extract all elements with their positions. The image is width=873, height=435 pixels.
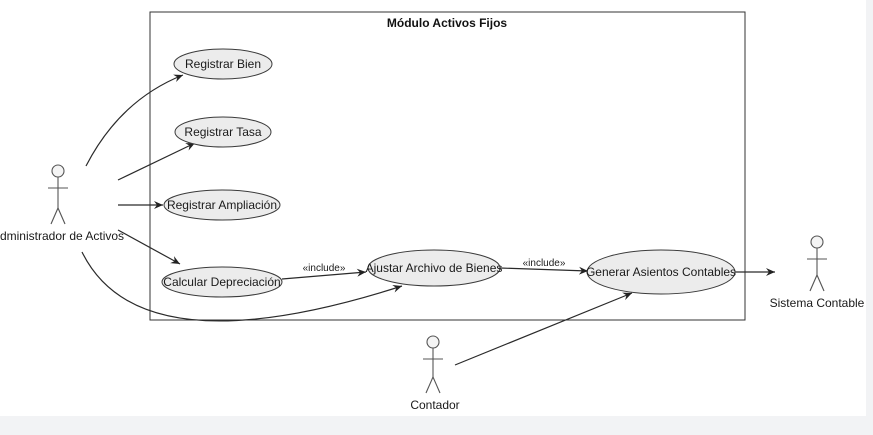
bottom-band	[0, 416, 873, 435]
assoc-admin-registrar-bien	[85, 74, 184, 167]
actor-label: Administrador de Activos	[0, 229, 124, 243]
use-case-label: Generar Asientos Contables	[586, 265, 736, 279]
use-case-registrar-ampliacion[interactable]: Registrar Ampliación	[163, 189, 281, 221]
actor-label: Contador	[410, 398, 459, 412]
assoc-admin-calcular-depreciacion	[117, 229, 181, 265]
use-case-label: Ajustar Archivo de Bienes	[366, 261, 503, 275]
include-label-2: «include»	[523, 258, 566, 269]
use-case-registrar-bien[interactable]: Registrar Bien	[173, 48, 273, 80]
use-case-label: Registrar Bien	[185, 57, 261, 71]
use-case-generar-asientos[interactable]: Generar Asientos Contables	[586, 249, 736, 295]
stick-figure-icon	[807, 235, 827, 292]
system-boundary-title: Módulo Activos Fijos	[387, 16, 508, 30]
use-case-label: Registrar Ampliación	[167, 198, 277, 212]
include-calcular-ajustar	[281, 268, 367, 280]
use-case-label: Registrar Tasa	[184, 125, 261, 139]
use-case-label: Calcular Depreciación	[163, 275, 280, 289]
include-ajustar-generar	[499, 266, 589, 275]
actor-administrador[interactable]: Administrador de Activos	[0, 164, 124, 243]
use-case-calcular-depreciacion[interactable]: Calcular Depreciación	[161, 266, 283, 298]
stick-figure-icon	[423, 335, 443, 394]
actor-sistema-contable[interactable]: Sistema Contable	[770, 235, 865, 310]
stick-figure-icon	[48, 164, 68, 225]
right-edge-band	[866, 0, 873, 416]
actor-label: Sistema Contable	[770, 296, 865, 310]
associations	[81, 74, 775, 366]
use-case-registrar-tasa[interactable]: Registrar Tasa	[174, 116, 272, 148]
assoc-admin-registrar-tasa	[117, 142, 196, 181]
use-case-ajustar-archivo[interactable]: Ajustar Archivo de Bienes	[366, 249, 503, 287]
actor-contador[interactable]: Contador	[410, 335, 460, 412]
assoc-admin-ajustar-archivo	[81, 251, 403, 322]
include-label-1: «include»	[303, 263, 346, 274]
assoc-contador-generar	[454, 292, 633, 366]
